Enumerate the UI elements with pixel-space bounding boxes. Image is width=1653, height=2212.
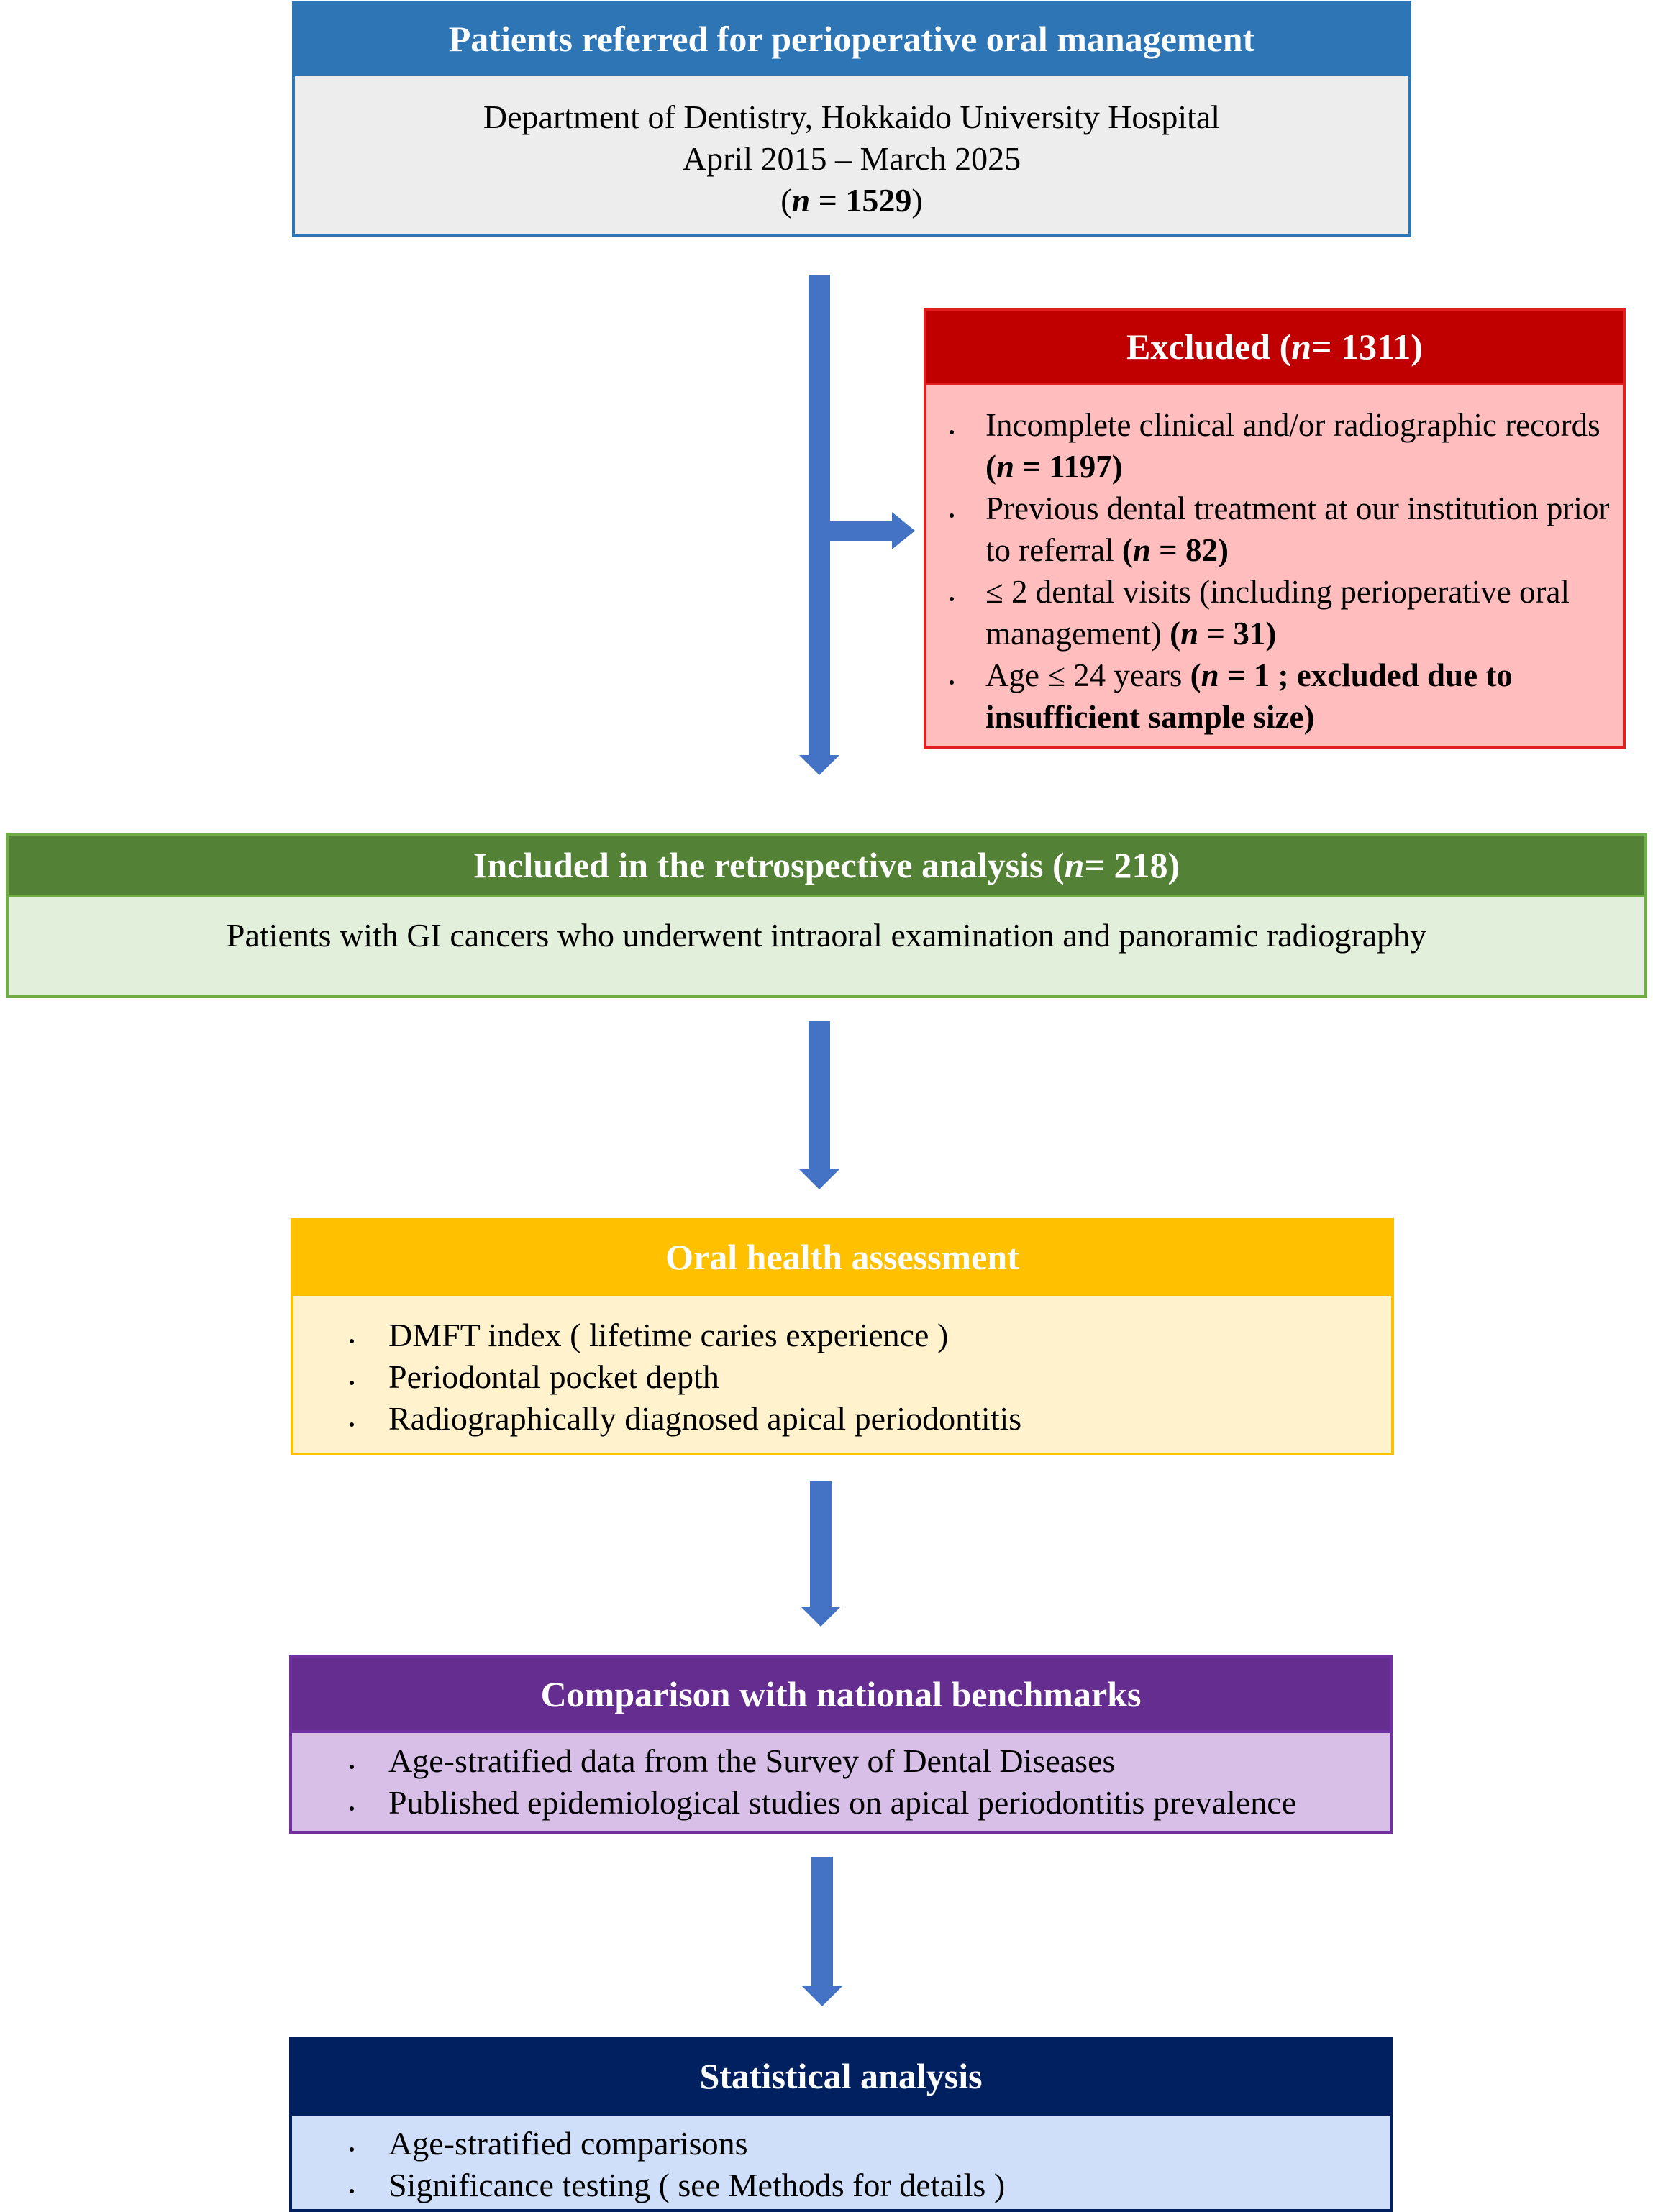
statistical-list: Age-stratified comparisons Significance … bbox=[292, 2116, 1390, 2206]
exclusion-item: Age ≤ 24 years (n = 1 ; excluded due to … bbox=[950, 654, 1623, 738]
bullet-icon bbox=[350, 1765, 354, 1769]
oral-health-title: Oral health assessment bbox=[293, 1221, 1391, 1293]
excluded-box: Excluded (n = 1311) Incomplete clinical … bbox=[924, 308, 1626, 749]
oral-health-list: DMFT index ( lifetime caries experience … bbox=[293, 1296, 1391, 1440]
bullet-icon bbox=[950, 513, 954, 518]
included-box: Included in the retrospective analysis (… bbox=[6, 833, 1647, 998]
list-item: Age-stratified data from the Survey of D… bbox=[350, 1740, 1390, 1782]
exclusion-item: Previous dental treatment at our institu… bbox=[950, 488, 1623, 571]
exclusion-list: Incomplete clinical and/or radiographic … bbox=[926, 385, 1623, 738]
bullet-icon bbox=[350, 1381, 354, 1385]
bullet-icon bbox=[350, 2147, 354, 2152]
exclusion-item: ≤ 2 dental visits (including perioperati… bbox=[950, 571, 1623, 654]
excluded-title: Excluded (n = 1311) bbox=[926, 311, 1623, 383]
bullet-icon bbox=[350, 2189, 354, 2193]
list-item: Periodontal pocket depth bbox=[350, 1356, 1391, 1398]
bullet-icon bbox=[350, 1339, 354, 1343]
referred-box: Patients referred for perioperative oral… bbox=[292, 1, 1411, 237]
referred-title: Patients referred for perioperative oral… bbox=[295, 4, 1408, 76]
list-item: Age-stratified comparisons bbox=[350, 2123, 1390, 2165]
included-body: Patients with GI cancers who underwent i… bbox=[9, 895, 1644, 995]
exclusion-item: Incomplete clinical and/or radiographic … bbox=[950, 404, 1623, 488]
bullet-icon bbox=[950, 680, 954, 685]
referred-department: Department of Dentistry, Hokkaido Univer… bbox=[483, 99, 1221, 135]
bullet-icon bbox=[950, 430, 954, 434]
included-description: Patients with GI cancers who underwent i… bbox=[226, 917, 1427, 954]
bullet-icon bbox=[350, 1806, 354, 1811]
list-item: Significance testing ( see Methods for d… bbox=[350, 2165, 1390, 2206]
list-item: Radiographically diagnosed apical period… bbox=[350, 1398, 1391, 1440]
referred-body: Department of Dentistry, Hokkaido Univer… bbox=[295, 76, 1408, 234]
oral-health-body: DMFT index ( lifetime caries experience … bbox=[293, 1293, 1391, 1453]
included-title: Included in the retrospective analysis (… bbox=[9, 836, 1644, 895]
comparison-box: Comparison with national benchmarks Age-… bbox=[289, 1655, 1393, 1834]
excluded-body: Incomplete clinical and/or radiographic … bbox=[926, 383, 1623, 746]
referred-count: (n = 1529) bbox=[780, 182, 923, 219]
referred-period: April 2015 – March 2025 bbox=[682, 140, 1021, 177]
statistical-title: Statistical analysis bbox=[292, 2039, 1390, 2113]
comparison-list: Age-stratified data from the Survey of D… bbox=[292, 1733, 1390, 1824]
bullet-icon bbox=[950, 597, 954, 601]
comparison-title: Comparison with national benchmarks bbox=[292, 1658, 1390, 1730]
statistical-body: Age-stratified comparisons Significance … bbox=[292, 2113, 1390, 2209]
list-item: Published epidemiological studies on api… bbox=[350, 1782, 1390, 1824]
comparison-body: Age-stratified data from the Survey of D… bbox=[292, 1730, 1390, 1831]
statistical-box: Statistical analysis Age-stratified comp… bbox=[289, 2037, 1393, 2212]
bullet-icon bbox=[350, 1422, 354, 1427]
oral-health-box: Oral health assessment DMFT index ( life… bbox=[291, 1218, 1394, 1455]
list-item: DMFT index ( lifetime caries experience … bbox=[350, 1315, 1391, 1356]
